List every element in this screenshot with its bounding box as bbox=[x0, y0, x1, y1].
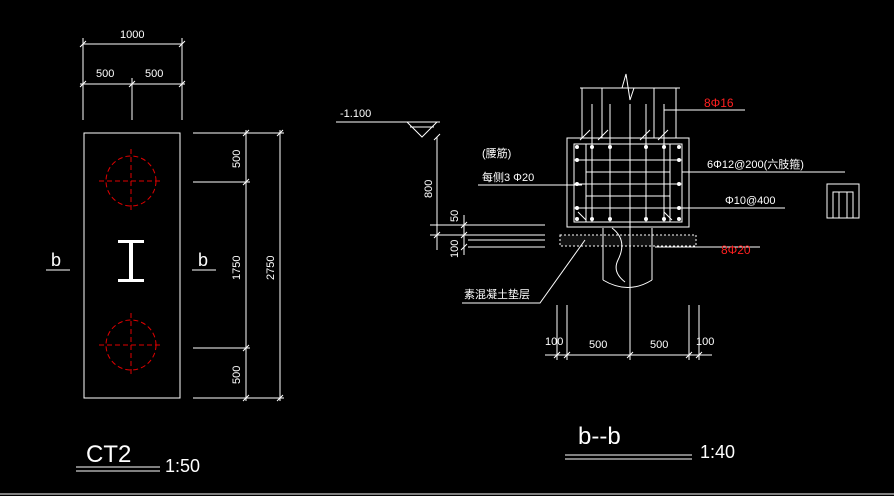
note-waist-bar-2: 每侧3 Φ20 bbox=[482, 170, 534, 184]
dim-len-total: 2750 bbox=[265, 256, 277, 280]
dim-len-mid: 1750 bbox=[231, 256, 243, 280]
dim-width-right: 500 bbox=[145, 68, 163, 80]
dim-bottom-left-pad: 100 bbox=[545, 336, 563, 348]
rebar-tie-label: Φ10@400 bbox=[725, 195, 776, 207]
rebar-hooks bbox=[577, 129, 673, 221]
rebar-dots bbox=[575, 145, 681, 221]
rebar-verticals bbox=[585, 104, 671, 222]
dim-width-total: 1000 bbox=[120, 29, 144, 41]
dim-bottom-right: 500 bbox=[650, 339, 668, 351]
bedding-layer bbox=[559, 234, 697, 247]
plan-title: CT2 bbox=[86, 441, 131, 468]
pile-top bbox=[99, 149, 163, 213]
dim-bottom-right-pad: 100 bbox=[696, 336, 714, 348]
cap-section-outline bbox=[566, 137, 690, 228]
pile-section bbox=[602, 104, 653, 360]
elevation-label: -1.100 bbox=[340, 108, 371, 120]
dim-cover-50: 50 bbox=[449, 210, 461, 222]
note-waist-bar-1: (腰筋) bbox=[482, 146, 511, 160]
dim-depth: 800 bbox=[423, 180, 435, 198]
dim-width-left: 500 bbox=[96, 68, 114, 80]
ct2-plan-view: 1000 500 500 b b bbox=[46, 29, 284, 476]
rebar-stirrup-label: 6Φ12@200(六肢箍) bbox=[707, 157, 804, 171]
plan-scale: 1:50 bbox=[165, 456, 200, 476]
section-scale: 1:40 bbox=[700, 442, 735, 462]
dim-len-bot: 500 bbox=[231, 366, 243, 384]
cap-outline bbox=[83, 132, 181, 399]
stirrup-detail-icon bbox=[826, 183, 860, 219]
dim-pad-100: 100 bbox=[449, 240, 461, 258]
column-i-symbol bbox=[118, 240, 144, 282]
note-bedding: 素混凝土垫层 bbox=[464, 287, 530, 301]
section-title: b--b bbox=[578, 423, 621, 450]
rebar-bottom-label: 8Φ20 bbox=[721, 243, 751, 257]
rebar-top-label: 8Φ16 bbox=[704, 96, 734, 110]
rebar-cage bbox=[573, 143, 683, 223]
pile-bottom bbox=[99, 313, 163, 377]
dim-len-top: 500 bbox=[231, 150, 243, 168]
elevation-triangle bbox=[406, 121, 438, 138]
section-mark-right: b bbox=[198, 250, 208, 270]
section-bb-view: -1.100 800 50 100 (腰筋) 每侧3 Φ20 bbox=[336, 73, 860, 462]
dim-bottom-left: 500 bbox=[589, 339, 607, 351]
rebar-horizontals bbox=[574, 159, 682, 209]
section-mark-left: b bbox=[51, 250, 61, 270]
